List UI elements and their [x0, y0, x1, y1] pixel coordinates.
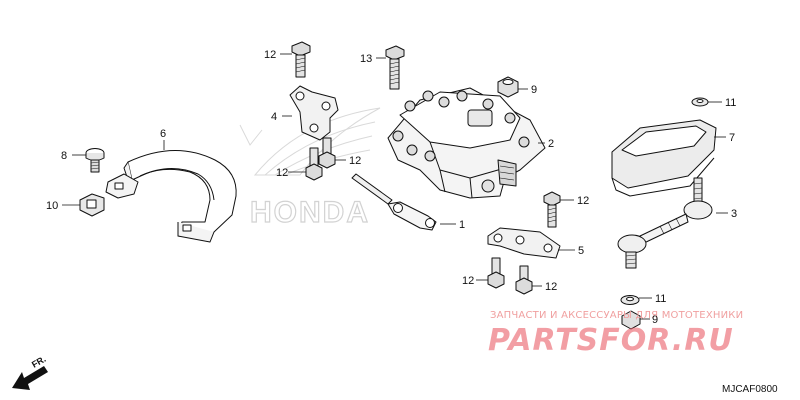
callout-10: 10 — [46, 200, 58, 212]
callout-leaders — [62, 53, 728, 320]
callout-12-low-left: 12 — [462, 275, 474, 287]
callout-1: 1 — [459, 219, 465, 231]
callout-9-top: 9 — [531, 84, 537, 96]
watermark: ЗАПЧАСТИ И АКСЕССУАРЫ ДЛЯ МОТОТЕХНИКИ PA… — [488, 310, 743, 358]
part-7-pad — [611, 119, 717, 197]
callout-12-top: 12 — [264, 49, 276, 61]
callout-11-top: 11 — [725, 97, 736, 109]
callout-3: 3 — [731, 208, 737, 220]
part-4-bracket — [289, 85, 339, 141]
callout-12-low-right: 12 — [545, 281, 557, 293]
part-12-bolt-top — [291, 41, 311, 78]
honda-wing-logo: HONDA — [239, 107, 381, 230]
part-9-nut-bottom — [621, 310, 641, 330]
callout-5: 5 — [578, 245, 584, 257]
watermark-caption: ЗАПЧАСТИ И АКСЕССУАРЫ ДЛЯ МОТОТЕХНИКИ — [490, 310, 743, 321]
callout-11-bottom: 11 — [655, 293, 666, 305]
part-2-steering-damper — [387, 87, 546, 199]
callout-13: 13 — [360, 53, 372, 65]
callout-12-mid-right: 12 — [349, 155, 361, 167]
part-11-washer-bottom — [620, 295, 640, 305]
part-5-bracket — [487, 227, 561, 259]
part-12-bolt-right — [543, 191, 561, 228]
part-8-screw — [85, 148, 105, 173]
part-1-stay — [351, 173, 437, 231]
callout-6: 6 — [160, 128, 166, 140]
part-12-bolt-mid-b — [318, 137, 336, 169]
part-12-bolt-mid-a — [305, 147, 323, 181]
part-13-bolt — [385, 45, 405, 90]
front-direction-arrow: FR. — [12, 354, 48, 390]
honda-logo-text: HONDA — [250, 196, 370, 229]
callout-labels: 1 2 3 4 5 6 7 8 9 9 10 11 11 12 12 12 12… — [46, 49, 737, 326]
part-3-tie-rod — [617, 177, 713, 269]
part-12-bolt-low-a — [487, 257, 505, 289]
callout-2: 2 — [548, 138, 554, 150]
part-12-bolt-low-b — [515, 265, 533, 295]
watermark-brand: PARTSFOR.RU — [488, 323, 734, 358]
callout-7: 7 — [729, 132, 735, 144]
callout-4: 4 — [271, 111, 277, 123]
callout-9-bottom: 9 — [652, 314, 658, 326]
part-10-clip-nut — [79, 193, 105, 217]
part-9-nut-top — [497, 76, 519, 98]
part-11-washer-top — [691, 97, 709, 107]
front-direction-label: FR. — [30, 354, 48, 370]
callout-12-right: 12 — [577, 195, 589, 207]
callout-8: 8 — [61, 150, 67, 162]
callout-12-mid-left: 12 — [276, 167, 288, 179]
part-6-cover — [105, 150, 237, 243]
drawing-code: MJCAF0800 — [722, 384, 778, 395]
